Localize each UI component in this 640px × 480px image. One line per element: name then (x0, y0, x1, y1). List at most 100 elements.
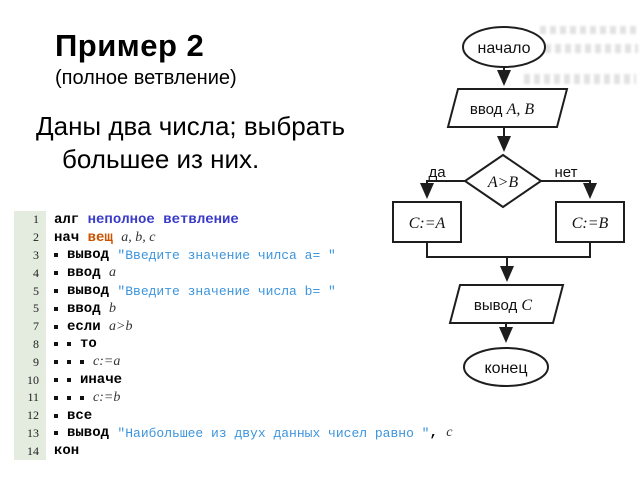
code-text: c:=b (46, 390, 120, 406)
line-number: 8 (14, 335, 46, 354)
input-node-label: ввод A, B (470, 101, 534, 118)
condition-label: A>B (487, 174, 519, 191)
no-branch-line (541, 180, 597, 199)
code-token-var: c:=b (93, 389, 121, 405)
line-number: 1 (14, 211, 46, 229)
code-text: нач вещ a, b, c (46, 230, 155, 246)
code-token-str: "Введите значение числа b= " (117, 283, 336, 299)
indent-bullet-icon (54, 378, 58, 383)
indent-bullet-icon (80, 360, 84, 365)
line-number: 7 (14, 317, 46, 336)
indent-bullet-icon (54, 395, 58, 400)
code-text: вывод "Введите значение чилса a= " (46, 247, 336, 263)
code-token-kw: то (80, 336, 97, 353)
code-token-str: "Введите значение чилса a= " (117, 247, 336, 263)
no-branch-label: нет (555, 164, 578, 181)
indent-bullet-icon (80, 395, 84, 400)
output-node-label: вывод C (474, 297, 532, 314)
flowchart: начало ввод A, B A>B да нет C:=A C:=B (390, 10, 640, 410)
code-token-var: c:=a (93, 354, 121, 370)
merge-line (426, 242, 591, 258)
code-token-var: a, b, c (121, 229, 156, 245)
indent-bullet-icon (67, 342, 71, 347)
code-text: то (46, 336, 97, 352)
yes-branch-line (420, 180, 465, 199)
code-line: 13 вывод "Наибольшее из двух данных чисел… (14, 424, 453, 443)
code-line: 8 то (14, 335, 453, 354)
input-node (446, 88, 569, 128)
indent-bullet-icon (54, 289, 58, 294)
code-token-name: неполное ветвление (87, 211, 239, 228)
line-number: 2 (14, 228, 46, 247)
line-number: 10 (14, 371, 46, 389)
indent-bullet-icon (67, 378, 71, 383)
print-through-artifact (524, 74, 636, 84)
slide-title: Пример 2 (55, 28, 205, 63)
code-token-kw: нач (54, 229, 88, 246)
line-number: 5 (14, 282, 46, 300)
code-token-kw: кон (54, 443, 80, 460)
code-token-kw: вывод (67, 283, 118, 300)
code-text: иначе (46, 372, 122, 388)
code-token-kw: все (67, 407, 93, 424)
line-number: 5 (14, 299, 46, 318)
code-text: если a>b (46, 319, 132, 335)
assign-left-label: C:=A (409, 215, 446, 232)
code-token-kw: иначе (80, 372, 123, 389)
indent-bullet-icon (67, 395, 71, 400)
code-token-pun: , (429, 425, 447, 442)
code-text: все (46, 408, 92, 424)
start-node-label: начало (477, 40, 530, 57)
code-token-var: a (109, 265, 117, 281)
code-token-var: c (446, 425, 453, 441)
end-node (463, 347, 549, 387)
code-token-kw: алг (54, 211, 88, 228)
indent-bullet-icon (54, 360, 58, 365)
line-number: 4 (14, 264, 46, 283)
task-line-2: большее из них. (62, 144, 260, 174)
indent-bullet-icon (54, 271, 58, 276)
task-statement: Даны два числа; выбрать большее из них. (36, 110, 345, 176)
print-through-artifact (545, 44, 638, 53)
code-line: 9 c:=a (14, 353, 453, 372)
code-token-kw: если (67, 318, 110, 335)
indent-bullet-icon (54, 324, 58, 329)
line-number: 11 (14, 388, 46, 407)
code-line: 5 вывод "Введите значение числа b= " (14, 282, 453, 300)
print-through-artifact (540, 26, 638, 34)
line-number: 13 (14, 424, 46, 443)
indent-bullet-icon (54, 413, 58, 418)
end-node-label: конец (485, 360, 528, 377)
line-number: 3 (14, 246, 46, 265)
indent-bullet-icon (54, 253, 58, 258)
code-text: алг неполное ветвление (46, 212, 239, 228)
code-token-kw: ввод (67, 300, 110, 317)
code-text: c:=a (46, 354, 120, 370)
code-token-str: "Наибольшее из двух данных чисел равно " (117, 425, 430, 441)
line-number: 9 (14, 353, 46, 372)
code-text: ввод b (46, 301, 116, 317)
code-token-kw: ввод (67, 265, 110, 282)
code-token-kw: вывод (67, 425, 118, 442)
assign-right-node (555, 201, 625, 243)
code-token-var: a>b (109, 318, 133, 334)
code-line: 11 c:=b (14, 388, 453, 407)
assign-right-label: C:=B (572, 215, 609, 232)
code-token-kw: вывод (67, 247, 118, 264)
code-line: 14 кон (14, 442, 453, 461)
code-text: ввод a (46, 265, 116, 281)
yes-branch-label: да (428, 164, 446, 181)
code-text: кон (46, 443, 79, 459)
indent-bullet-icon (54, 431, 58, 436)
slide-subtitle: (полное ветвление) (55, 67, 237, 89)
line-number: 14 (14, 442, 46, 461)
